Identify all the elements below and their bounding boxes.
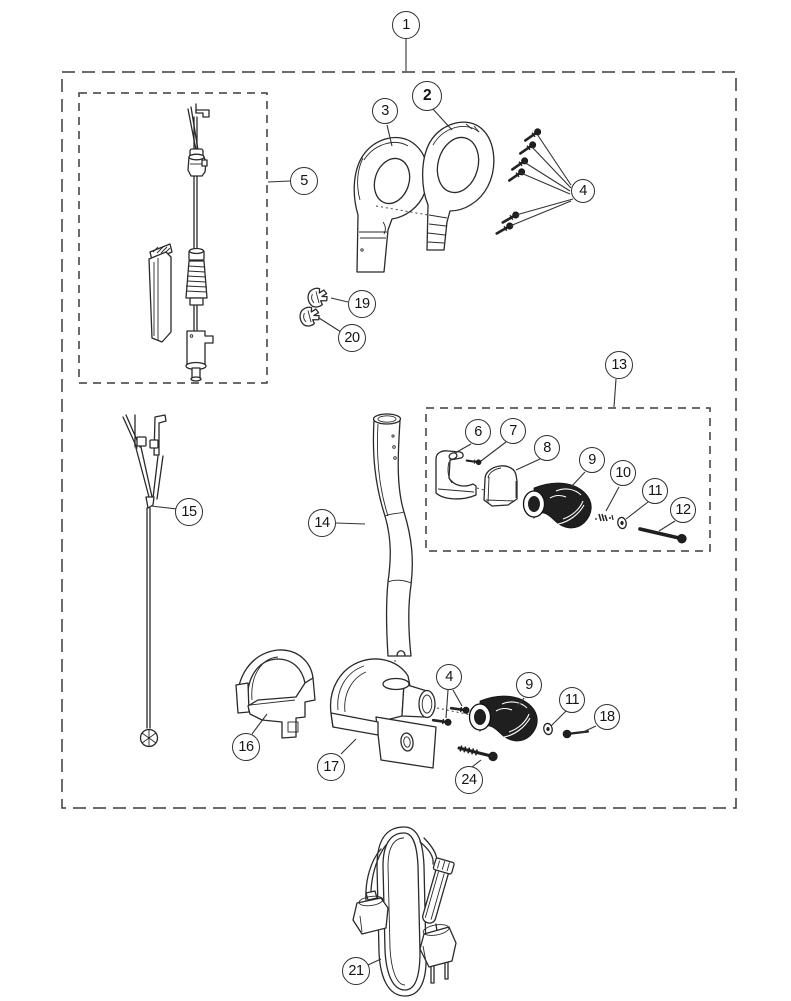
part-20-clip-drawing	[297, 305, 322, 328]
lower-alignment-dotted-line	[436, 707, 472, 716]
part-4-screws-upper-drawing	[493, 126, 544, 238]
part-17-housing-drawing	[329, 658, 437, 769]
part-24-bolt-drawing	[457, 745, 498, 762]
part-8-cover-drawing	[483, 465, 518, 507]
sub-assembly-box-13	[425, 407, 711, 552]
part-18-screw-drawing	[562, 729, 590, 739]
main-assembly-border	[61, 71, 737, 809]
part-15-rod-drawing	[122, 414, 167, 748]
part-3-handle-grip-left-drawing	[353, 136, 429, 273]
part-2-handle-grip-right-drawing	[422, 121, 495, 251]
leader-lines	[150, 39, 676, 966]
part-6-bracket-drawing	[435, 450, 477, 500]
part-12-bolt-drawing	[638, 527, 687, 544]
part-9-elbow-upper-drawing	[522, 482, 592, 529]
part-10-spring-pin-drawing	[595, 513, 614, 522]
part-16-cover-drawing	[235, 649, 316, 739]
part-19-clip-drawing	[305, 286, 330, 309]
part-9-elbow-lower-drawing	[468, 695, 538, 742]
part-14-handle-tube-drawing	[372, 413, 413, 689]
part-5-wand-assembly-drawing	[148, 103, 214, 382]
handle-halves-join-dotted-line	[375, 205, 429, 216]
part-7-screw-drawing	[465, 456, 483, 467]
part-21-power-cord-drawing	[352, 826, 457, 997]
sub-assembly-box-5	[78, 92, 268, 384]
box13-dotted-line	[476, 487, 485, 491]
